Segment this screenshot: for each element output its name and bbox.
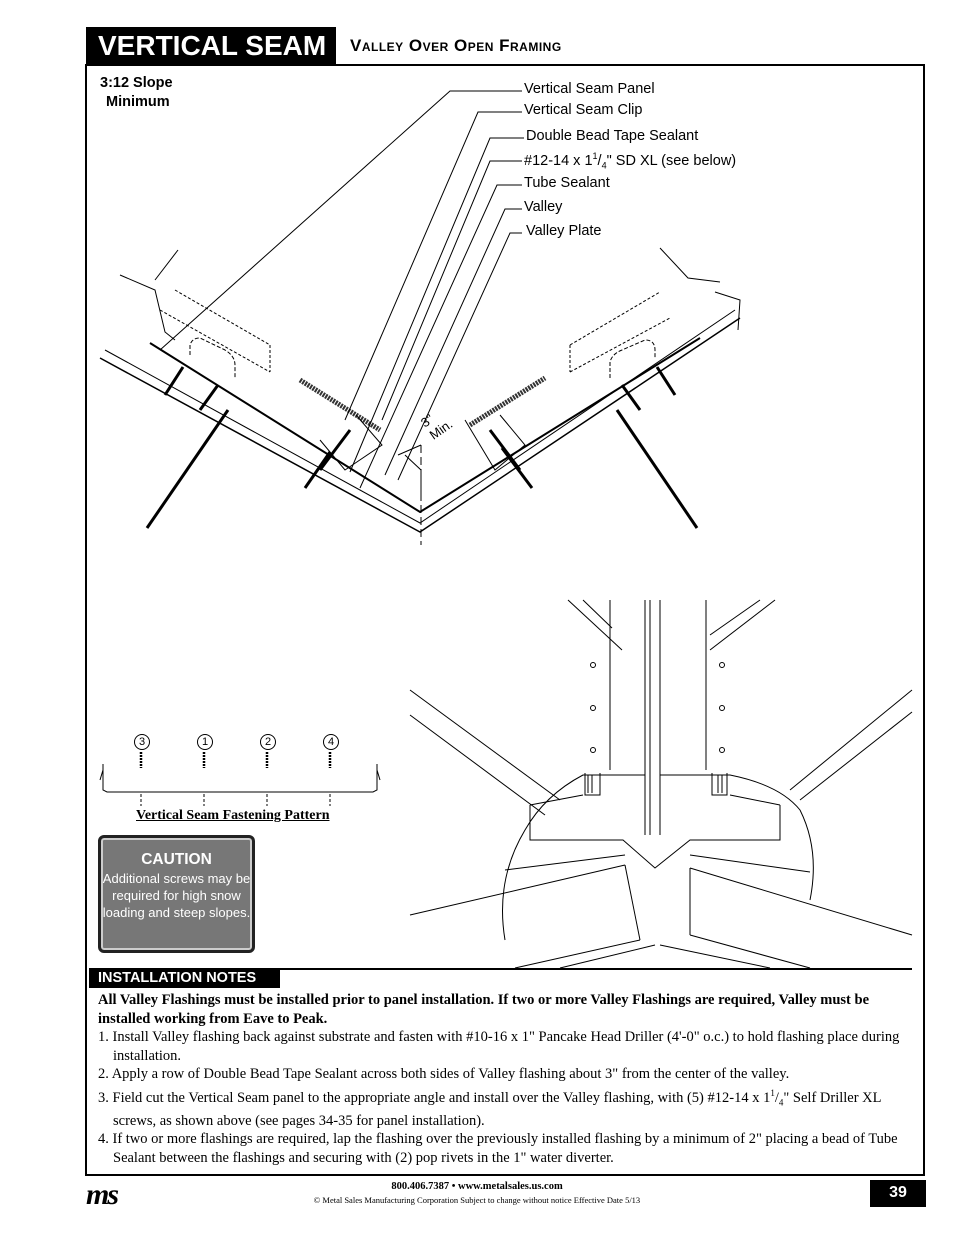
note-item-3-sub: 4 — [778, 1097, 784, 1108]
caution-title: CAUTION — [141, 851, 212, 868]
callout-valley: Valley — [524, 199, 563, 215]
installation-notes: All Valley Flashings must be installed p… — [98, 991, 913, 1167]
note-item-3-a: 3. Field cut the Vertical Seam panel to … — [98, 1089, 771, 1106]
fastening-pattern-caption: Vertical Seam Fastening Pattern — [136, 808, 330, 823]
page-subtitle: Valley Over Open Framing — [350, 36, 562, 55]
installation-notes-heading: INSTALLATION NOTES — [89, 968, 280, 988]
notes-divider — [280, 968, 912, 970]
callout-screw-suffix: " SD XL (see below) — [606, 152, 737, 169]
note-item-3: 3. Field cut the Vertical Seam panel to … — [98, 1087, 881, 1129]
callout-screw: #12-14 x 11/4" SD XL (see below) — [524, 151, 737, 171]
fastener-number-2: 2 — [260, 734, 276, 750]
note-item-4: 4. If two or more flashings are required… — [98, 1131, 898, 1166]
valley-perspective-detail — [409, 599, 913, 969]
callout-valley-plate: Valley Plate — [526, 223, 602, 239]
content-frame — [85, 64, 925, 1176]
valley-section-detail — [99, 90, 741, 545]
fastener-number-3: 3 — [134, 734, 150, 750]
caution-body: Additional screws may be required for hi… — [102, 871, 251, 920]
fastening-pattern-profile — [99, 752, 381, 806]
slope-line-1: 3:12 Slope — [100, 75, 173, 91]
company-logo: ms — [86, 1178, 119, 1211]
page-title: VERTICAL SEAM — [86, 27, 336, 64]
footer-contact: 800.406.7387 • www.metalsales.us.com — [391, 1181, 563, 1192]
note-item-1: 1. Install Valley flashing back against … — [98, 1029, 900, 1064]
caution-box: CAUTION Additional screws may be require… — [98, 835, 255, 953]
note-item-3-sup: 1 — [770, 1087, 775, 1098]
callout-screw-sub: 4 — [601, 160, 607, 171]
note-item-2: 2. Apply a row of Double Bead Tape Seala… — [98, 1066, 790, 1082]
callout-panel: Vertical Seam Panel — [524, 81, 655, 97]
fastener-number-1: 1 — [197, 734, 213, 750]
callout-screw-prefix: #12-14 x 1 — [524, 152, 593, 169]
callout-screw-sup: 1 — [592, 151, 598, 161]
footer-copyright: © Metal Sales Manufacturing Corporation … — [313, 1195, 641, 1205]
callout-tube-sealant: Tube Sealant — [524, 175, 610, 191]
slope-note: 3:12 Slope Minimum — [100, 74, 173, 112]
fastener-number-4: 4 — [323, 734, 339, 750]
callout-clip: Vertical Seam Clip — [524, 102, 643, 118]
notes-intro: All Valley Flashings must be installed p… — [98, 992, 869, 1027]
note-item-3-b: " Self Driller XL screws, as shown above… — [113, 1089, 881, 1129]
page-number: 39 — [870, 1180, 926, 1207]
callout-tape-sealant: Double Bead Tape Sealant — [526, 128, 699, 144]
slope-line-2: Minimum — [106, 94, 170, 110]
